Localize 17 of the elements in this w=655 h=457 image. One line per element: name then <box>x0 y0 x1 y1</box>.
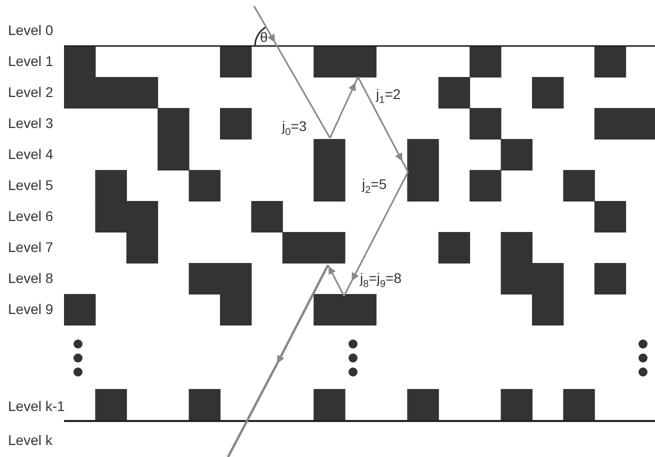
level-label: Level 5 <box>8 177 54 193</box>
level-label: Level 0 <box>8 22 54 38</box>
level-label: Level k-1 <box>8 398 65 414</box>
level-label: Level 8 <box>8 270 54 286</box>
reflection-label: j$_{2}$=5 <box>362 176 387 198</box>
reflection-label: j$_{1}$=2 <box>376 86 401 108</box>
reflection-label: j$_{0}$=3 <box>282 118 307 140</box>
reflection-label: j$_{8}$=j$_{9}$=8 <box>360 270 402 292</box>
level-label: Level 3 <box>8 115 54 131</box>
level-label: Level 7 <box>8 239 54 255</box>
level-label: Level 1 <box>8 53 54 69</box>
level-label: Level 6 <box>8 208 54 224</box>
level-label: Level 2 <box>8 84 54 100</box>
angle-label: θ <box>260 29 268 45</box>
level-label: Level 4 <box>8 146 54 162</box>
level-label: Level k <box>8 432 52 448</box>
level-label: Level 9 <box>8 301 54 317</box>
